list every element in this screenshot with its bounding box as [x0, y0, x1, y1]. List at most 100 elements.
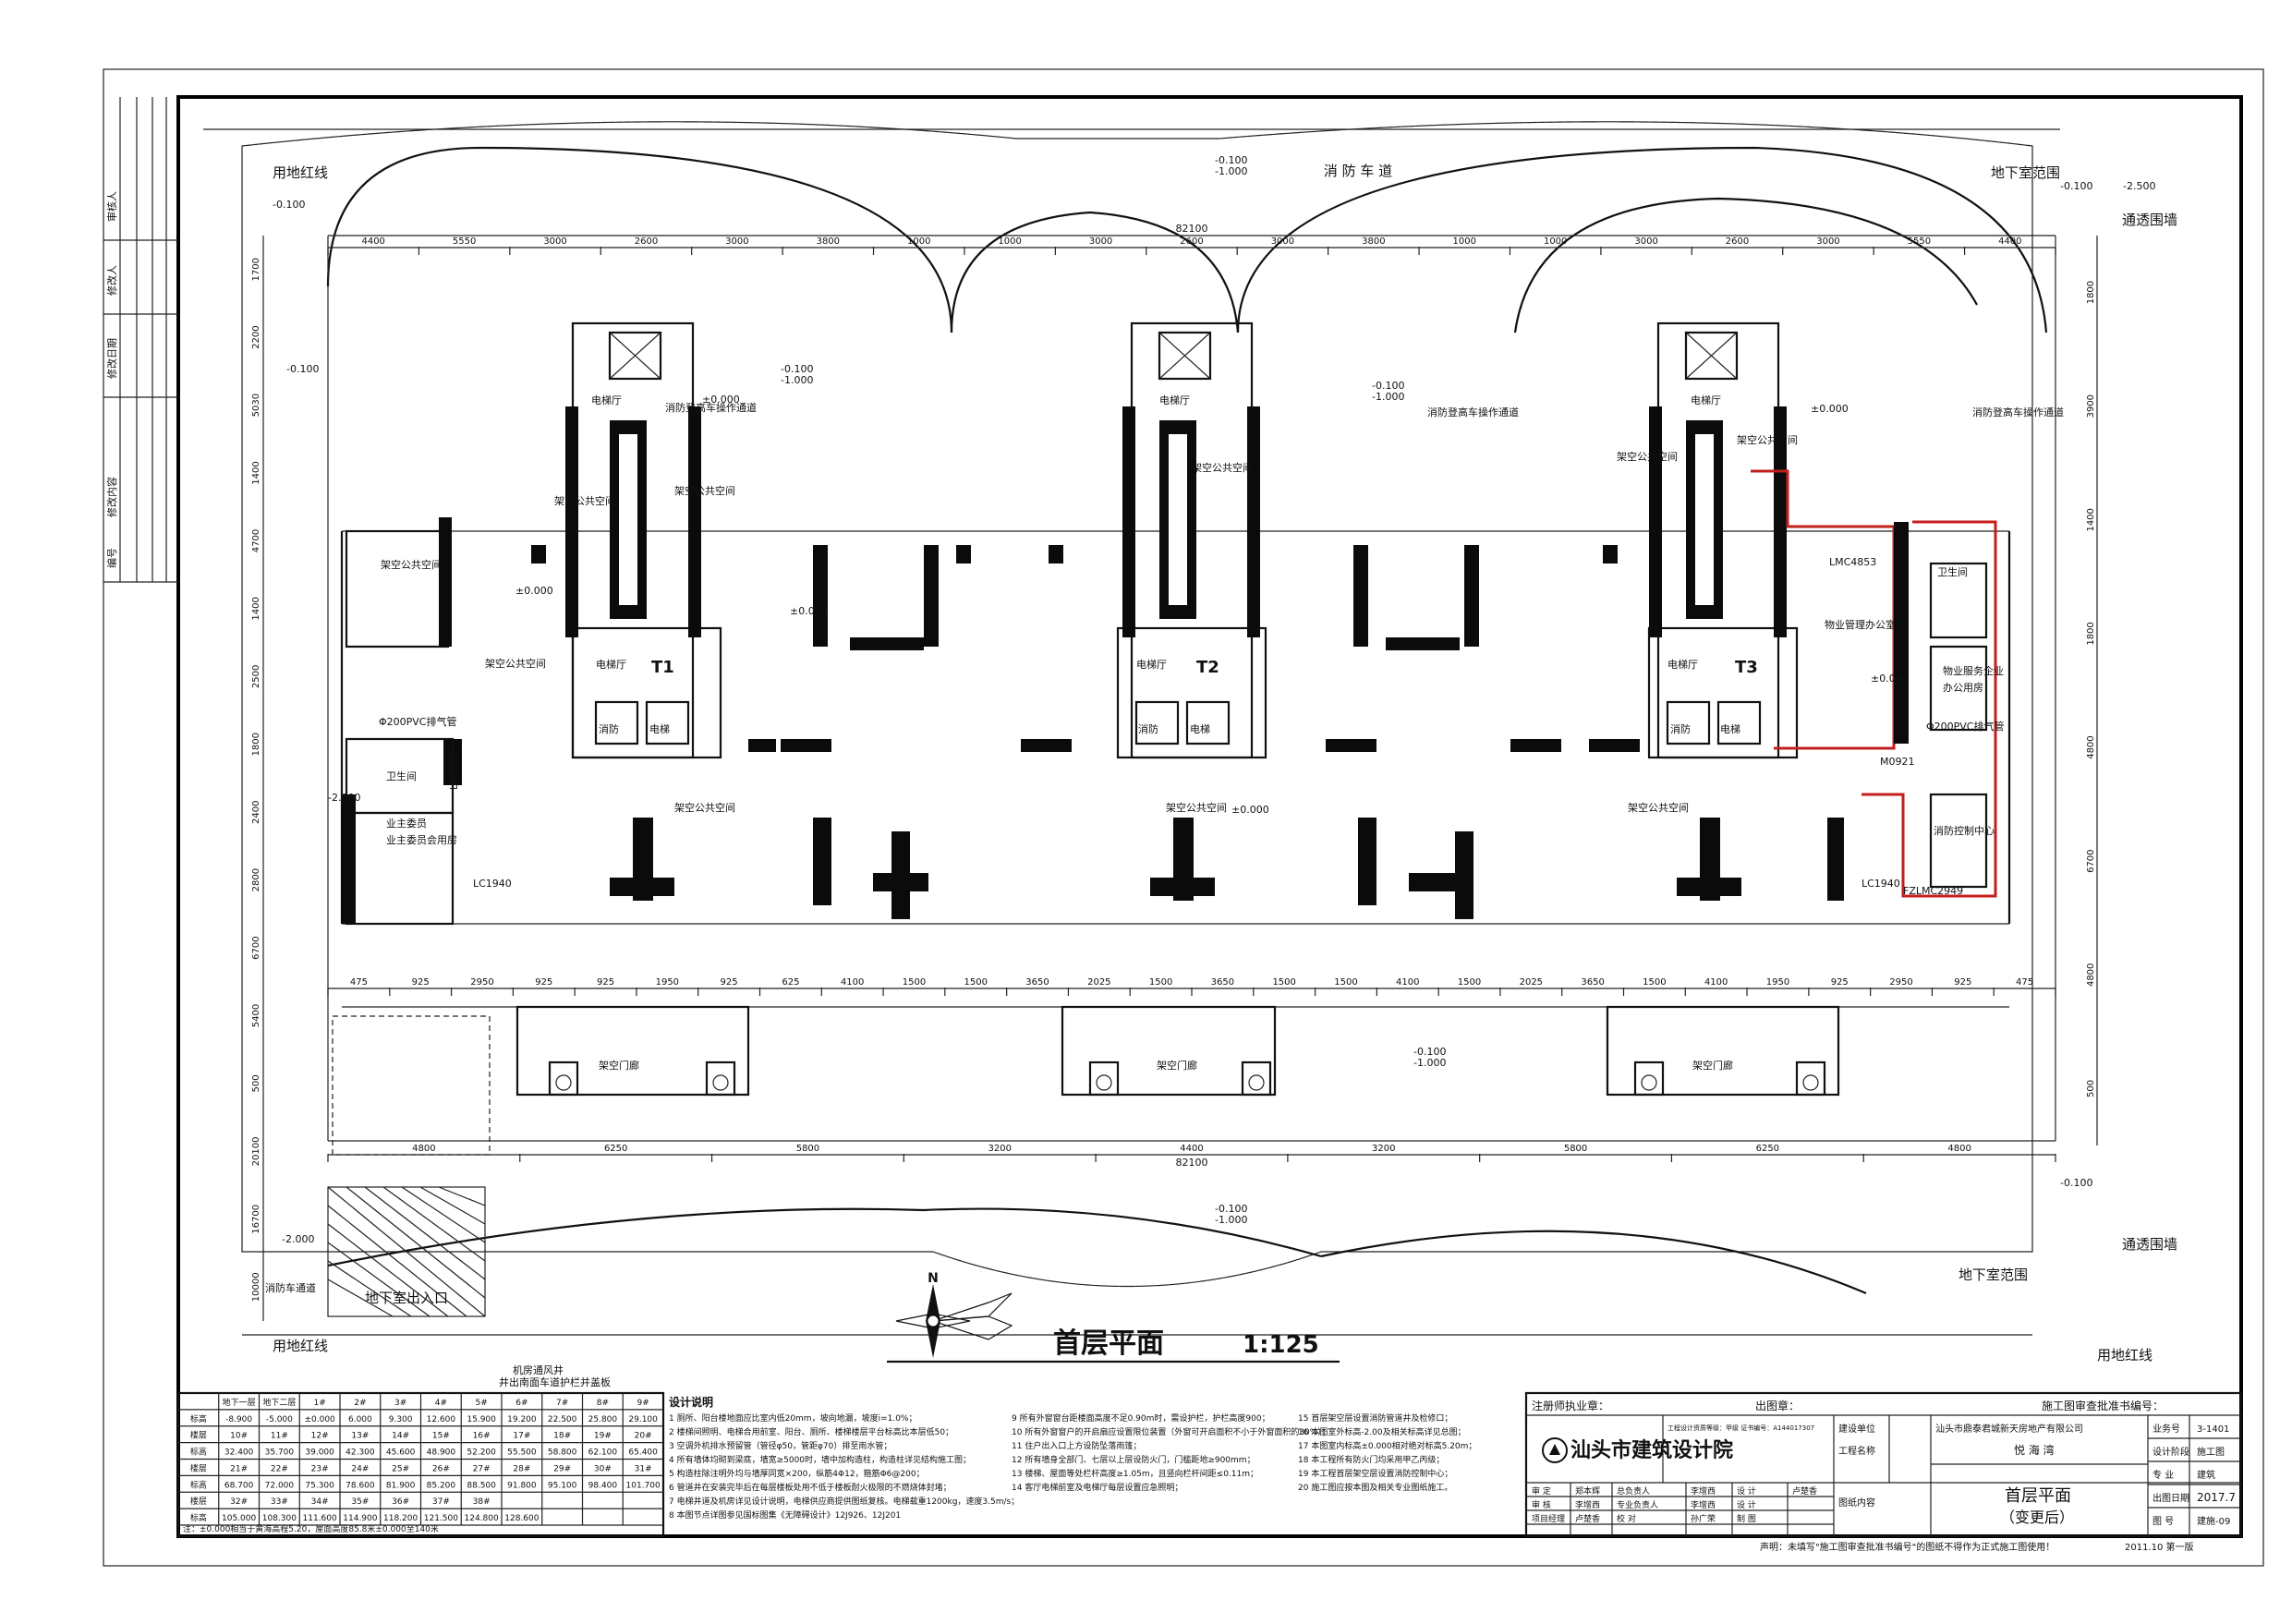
design-note-line: 4 所有墙体均砌到梁底，墙宽≥5000时，墙中加构造柱，构造柱详见结构施工图； — [669, 1454, 971, 1465]
dim-value: 6700 — [2086, 849, 2096, 872]
floor-table-header: 4# — [435, 1399, 447, 1408]
floor-table-cell: 31# — [635, 1464, 652, 1473]
dim-value: 925 — [1954, 977, 1971, 988]
compass-rose — [895, 1284, 1013, 1358]
porch-3: 架空门廊 — [1692, 1059, 1733, 1072]
drawing-name: 首层平面 — [2005, 1486, 2071, 1506]
elev-right: -0.100 — [2060, 1177, 2092, 1189]
label-fire-operation-2: 消防登高车操作通道 — [1427, 406, 1519, 418]
floor-table-cell: 65.400 — [628, 1448, 658, 1458]
dim-value: 3200 — [988, 1144, 1011, 1154]
floor-table-cell: 95.100 — [548, 1481, 577, 1490]
dim-value: 2500 — [251, 665, 261, 688]
elev-bottom-left: -2.000 — [282, 1233, 314, 1245]
footer-note: 声明：未填写"施工图审查批准书编号"的图纸不得作为正式施工图使用！ — [1760, 1541, 2055, 1553]
floor-table-cell: 34# — [311, 1497, 329, 1507]
floor-table-cell: 29# — [553, 1464, 571, 1473]
service-room-label-2: 办公用房 — [1943, 682, 1983, 694]
dim-value: 500 — [251, 1074, 261, 1092]
staff-cell: 设 计 — [1737, 1499, 1756, 1510]
toilet-right: 卫生间 — [1937, 565, 1968, 578]
tower-2-label: T2 — [1196, 658, 1219, 677]
elev-left-2: -2.000 — [328, 792, 360, 804]
label-basement-top: 地下室范围 — [1991, 164, 2060, 181]
elev-mid-1-sub: -1.000 — [781, 374, 813, 386]
review-label: 施工图审查批准书编号： — [2042, 1399, 2164, 1412]
design-note-line: 12 所有墙身全部门、七层以上层设防火门，门槛距地≥900mm； — [1012, 1454, 1255, 1465]
tower-1-label: T1 — [651, 658, 674, 677]
floor-table-header: 2# — [354, 1399, 366, 1408]
drawing-scale: 1:125 — [1243, 1331, 1319, 1359]
floor-table-cell: 24# — [351, 1464, 369, 1473]
dim-value: 3000 — [1816, 236, 1839, 247]
staff-cell: 李增西 — [1691, 1499, 1716, 1510]
floor-table-cell: 128.600 — [504, 1514, 539, 1523]
dim-value: 1800 — [2086, 281, 2096, 304]
dim-value: 500 — [2086, 1080, 2096, 1097]
drawing-title: 首层平面 — [1053, 1327, 1164, 1360]
staff-cell: 设 计 — [1737, 1485, 1756, 1497]
floor-table-cell: 15# — [432, 1432, 450, 1441]
elev-top-right-1: -0.100 — [2060, 180, 2092, 192]
revision-checker-label: 审核人 — [105, 191, 118, 222]
floor-table-cell: 75.300 — [305, 1481, 334, 1490]
dim-value: 475 — [350, 977, 368, 988]
dim-value: 1400 — [251, 461, 261, 484]
cert-text: 工程设计资质等级：甲级 证书编号：A144017307 — [1667, 1424, 1814, 1432]
drawing-name-label: 图纸内容 — [1838, 1497, 1875, 1509]
open-space-c: 架空公共空间 — [674, 801, 735, 814]
dim-value: 4100 — [1704, 977, 1728, 988]
staff-cell: 专业负责人 — [1617, 1499, 1658, 1510]
porches — [327, 1005, 1840, 1317]
t1-elevator-hall: 电梯厅 — [596, 659, 626, 671]
floor-table-header: 7# — [556, 1399, 568, 1408]
elev-mid-1: -0.100 — [781, 363, 813, 375]
project-name: 悦 海 湾 — [2014, 1443, 2055, 1457]
dim-value: 1000 — [998, 236, 1021, 247]
dim-value: 1800 — [2086, 622, 2096, 645]
floor-table-header: 地下二层 — [262, 1397, 296, 1408]
m0921-label: M0921 — [1880, 756, 1915, 768]
floor-table-cell: 28# — [513, 1464, 530, 1473]
floor-table-cell: 105.000 — [222, 1514, 256, 1523]
dim-value: 16700 — [251, 1205, 261, 1234]
floor-table-cell: 88.500 — [467, 1481, 496, 1490]
revision-date-label: 修改日期 — [105, 338, 118, 379]
elev-mid-2: -0.100 — [1372, 380, 1404, 392]
label-fire-operation-1: 消防登高车操作通道 — [665, 401, 757, 414]
zero-elev-3: ±0.000 — [1231, 804, 1269, 816]
owner-room-label: 业主委员 — [386, 818, 427, 830]
floor-table-cell: 27# — [473, 1464, 491, 1473]
floor-table-header: 5# — [475, 1399, 487, 1408]
zero-elev-6: ±0.000 — [1811, 403, 1849, 415]
dim-value: 3800 — [817, 236, 840, 247]
open-space-h: 架空公共空间 — [1192, 461, 1253, 474]
elev-bottom: -0.100 — [1215, 1203, 1247, 1215]
machine-shaft-label: 机房通风井 — [513, 1363, 564, 1376]
dim-value: 1400 — [251, 597, 261, 620]
floor-table-cell: 32.400 — [224, 1448, 254, 1458]
floor-table-cell: 6.000 — [348, 1415, 372, 1424]
floor-table-header: 9# — [637, 1399, 649, 1408]
date-label: 出图日期 — [2153, 1492, 2189, 1504]
label-top-fire-road: 消 防 车 道 — [1324, 163, 1392, 179]
floor-table-cell: 62.100 — [588, 1448, 618, 1458]
company-logo-icon — [1542, 1437, 1568, 1463]
label-red-line-tl: 用地红线 — [273, 164, 328, 181]
staff-cell: 审 核 — [1532, 1499, 1551, 1510]
dim-value: 5400 — [251, 1004, 261, 1027]
fire-control-label: 消防控制中心 — [1934, 824, 1995, 837]
design-note-line: 18 本工程所有防火门均采用甲乙丙级； — [1298, 1454, 1444, 1465]
job-no-label: 业务号 — [2153, 1423, 2180, 1435]
dim-value: 2025 — [1087, 977, 1110, 988]
dim-value: 1500 — [1334, 977, 1357, 988]
zero-elev-1: ±0.000 — [515, 585, 553, 597]
staff-cell: 卢楚香 — [1575, 1513, 1600, 1524]
floor-table-cell: 18# — [553, 1432, 571, 1441]
floor-table-cell: 101.700 — [626, 1481, 661, 1490]
dim-value: 3650 — [1581, 977, 1604, 988]
dim-value: 2200 — [251, 325, 261, 348]
fzlmc-label: FZLMC2949 — [1903, 885, 1963, 897]
